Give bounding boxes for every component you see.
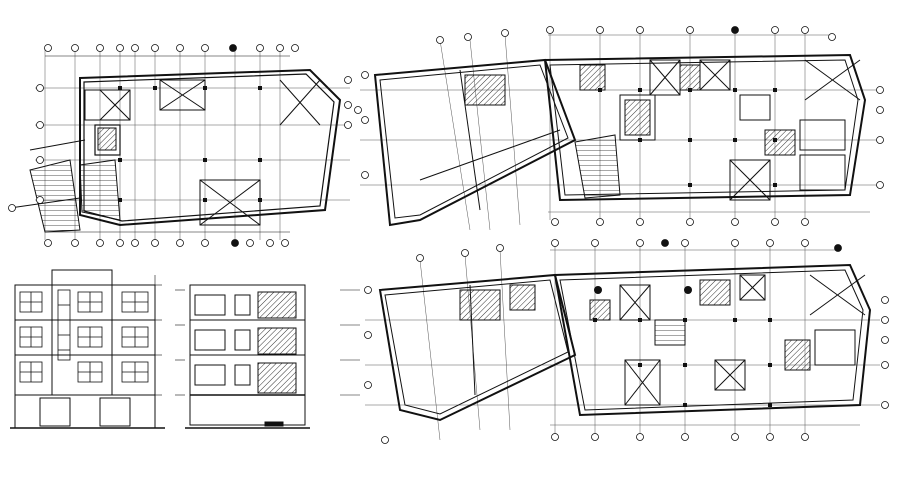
elevation-front xyxy=(10,269,165,429)
plan-ground-left xyxy=(8,44,362,247)
section-transverse xyxy=(175,284,360,429)
stair-hatch xyxy=(29,159,81,233)
plan-typical-right-bottom xyxy=(364,239,889,444)
exterior-wall xyxy=(79,68,342,227)
section-stair-hatch xyxy=(257,291,297,394)
structural-grid-lines xyxy=(35,50,350,240)
elevation-windows xyxy=(19,289,149,383)
grid-markers-top xyxy=(44,44,299,52)
plan-typical-right-top xyxy=(360,26,884,231)
grid-markers-bottom xyxy=(44,239,289,247)
